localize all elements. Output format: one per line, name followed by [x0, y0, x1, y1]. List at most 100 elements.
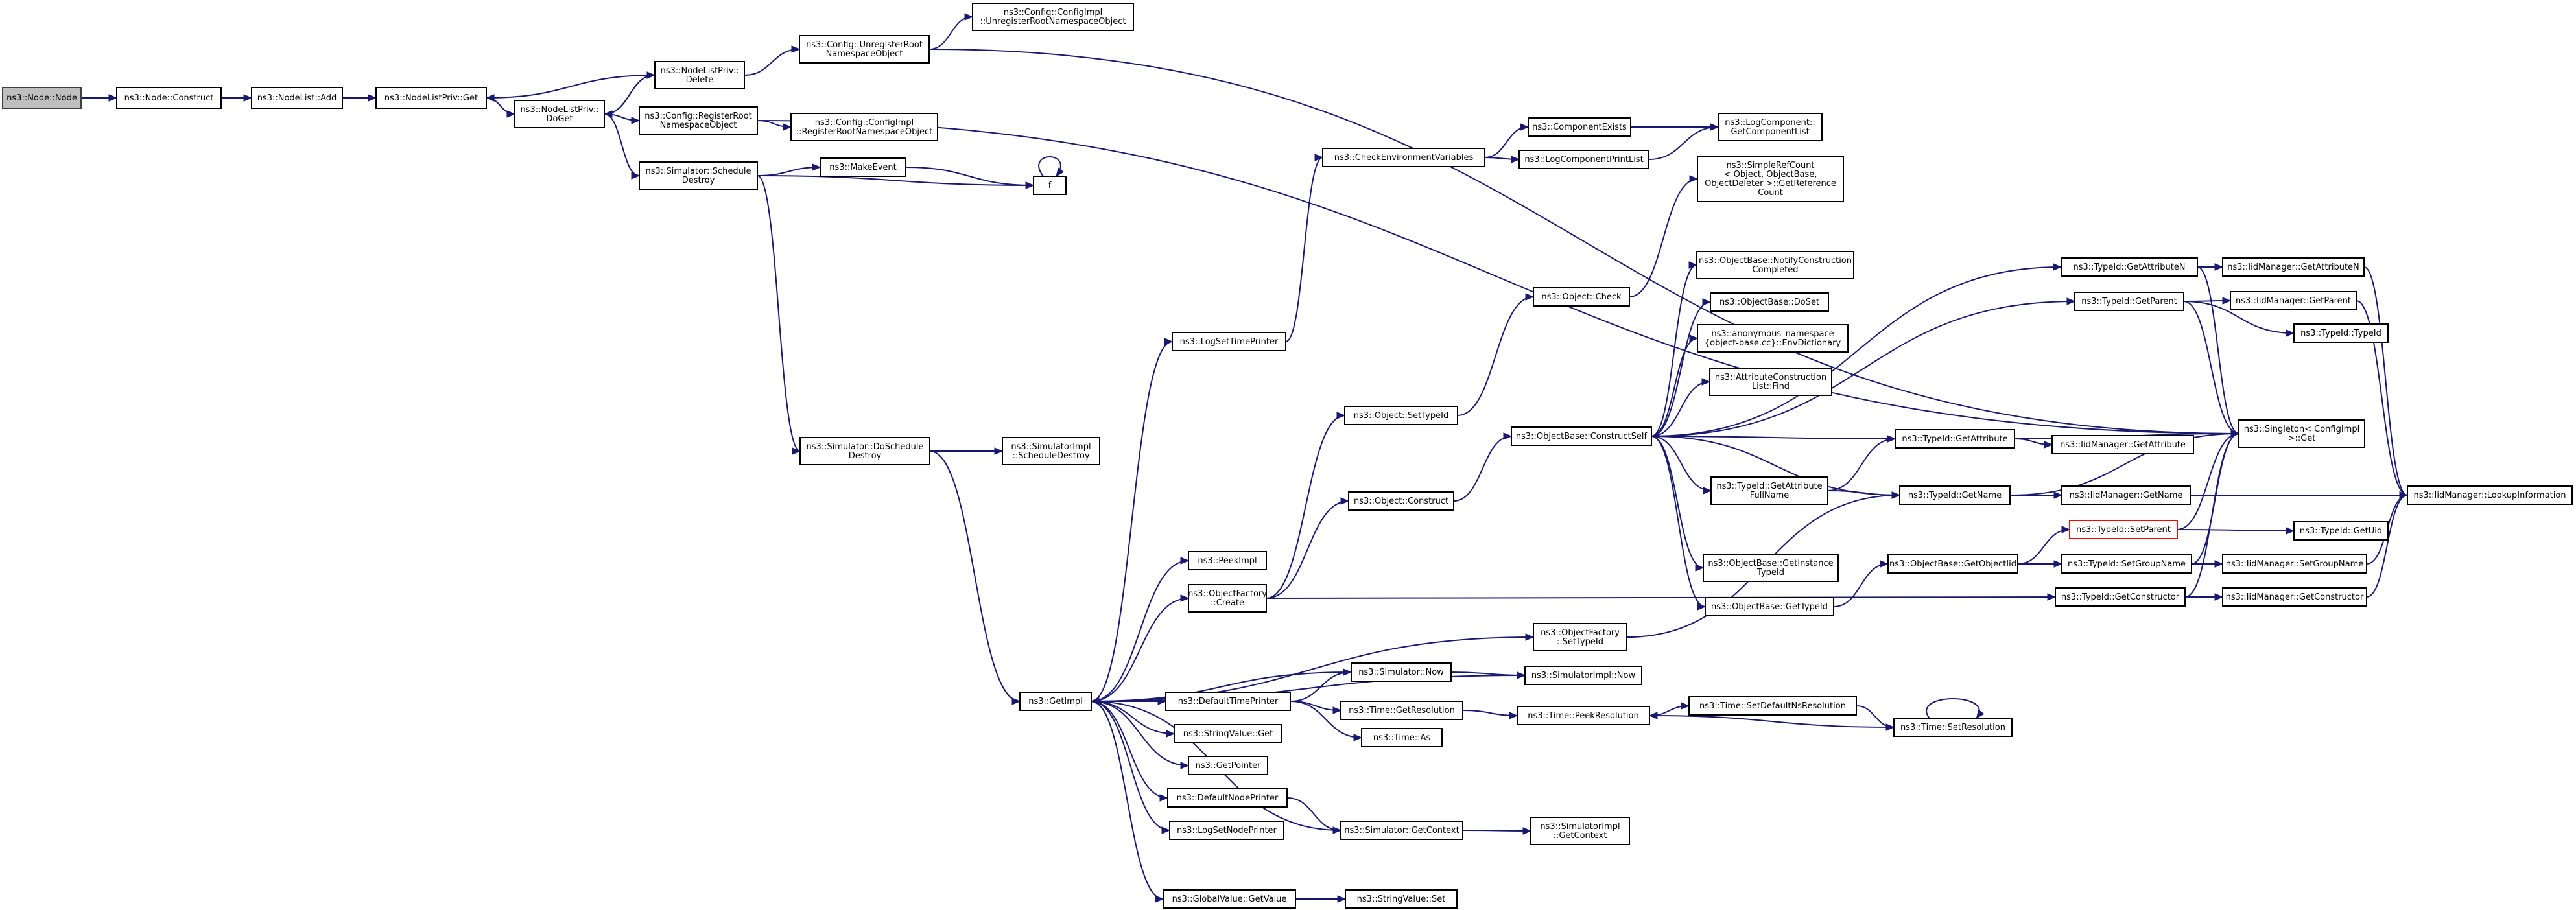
function-node[interactable]: ns3::Time::GetResolution — [1340, 701, 1463, 720]
function-node[interactable]: ns3::Config::ConfigImpl::UnregisterRootN… — [972, 3, 1134, 31]
function-node[interactable]: ns3::Singleton< ConfigImpl>::Get — [2238, 419, 2365, 448]
function-node[interactable]: ns3::IidManager::SetGroupName — [2222, 554, 2367, 574]
function-node[interactable]: ns3::Node::Node — [2, 87, 82, 109]
edge-arrowhead — [1520, 123, 1530, 131]
call-edge — [486, 97, 515, 115]
function-node[interactable]: ns3::Time::SetDefaultNsResolution — [1688, 696, 1857, 716]
function-node[interactable]: ns3::PeekImpl — [1188, 551, 1267, 570]
function-node[interactable]: ns3::Time::PeekResolution — [1517, 706, 1650, 725]
function-node[interactable]: ns3::DefaultNodePrinter — [1167, 788, 1288, 808]
call-edge — [2177, 433, 2239, 530]
function-node-label: ns3::ObjectBase::GetTypeId — [1711, 602, 1828, 612]
function-node-label: ns3::ObjectBase::GetObjectIid — [1889, 559, 2016, 569]
function-node[interactable]: ns3::Object::Check — [1533, 287, 1630, 307]
function-node[interactable]: ns3::LogSetTimePrinter — [1172, 332, 1286, 351]
function-node[interactable]: ns3::ObjectFactory::SetTypeId — [1533, 623, 1627, 651]
function-node[interactable]: ns3::Object::Construct — [1348, 491, 1454, 511]
call-edge — [2366, 495, 2408, 598]
call-edges — [81, 13, 2409, 903]
function-node[interactable]: ns3::CheckEnvironmentVariables — [1322, 148, 1485, 167]
function-node[interactable]: ns3::LogSetNodePrinter — [1169, 821, 1284, 840]
function-node[interactable]: f — [1033, 176, 1067, 195]
function-node[interactable]: ns3::ComponentExists — [1528, 117, 1631, 137]
call-edge — [1649, 715, 1895, 728]
call-edge — [2356, 300, 2408, 496]
function-node[interactable]: ns3::IidManager::GetAttributeN — [2222, 257, 2365, 277]
function-node[interactable]: ns3::TypeId::GetUid — [2293, 521, 2389, 541]
function-node-box — [2061, 554, 2192, 574]
function-node[interactable]: ns3::NodeListPriv::DoGet — [514, 100, 605, 128]
function-node[interactable]: ns3::TypeId::GetParent — [2074, 292, 2184, 311]
function-node-label: ns3::TypeId::GetParent — [2081, 297, 2177, 307]
function-node[interactable]: ns3::Object::SetTypeId — [1344, 406, 1458, 425]
function-node[interactable]: ns3::Node::Construct — [116, 87, 222, 109]
function-node[interactable]: ns3::ObjectBase::GetTypeId — [1705, 597, 1834, 616]
function-node-box — [1174, 724, 1282, 743]
function-node[interactable]: ns3::GlobalValue::GetValue — [1163, 889, 1296, 909]
function-node[interactable]: ns3::TypeId::SetParent — [2069, 520, 2178, 539]
function-node[interactable]: ns3::TypeId::GetAttribute — [1895, 429, 2015, 449]
function-node[interactable]: ns3::IidManager::GetParent — [2230, 291, 2357, 310]
function-node[interactable]: ns3::GetPointer — [1188, 756, 1268, 775]
function-node[interactable]: ns3::IidManager::GetName — [2061, 485, 2191, 505]
function-node[interactable]: ns3::TypeId::GetConstructor — [2055, 587, 2186, 607]
function-node[interactable]: ns3::Config::UnregisterRootNamespaceObje… — [799, 35, 930, 64]
edge-arrowhead — [2044, 441, 2053, 449]
function-node[interactable]: ns3::Simulator::ScheduleDestroy — [639, 161, 758, 190]
function-node[interactable]: ns3::IidManager::GetConstructor — [2222, 587, 2367, 607]
function-node[interactable]: ns3::IidManager::GetAttribute — [2051, 435, 2194, 454]
function-node-label: ns3::ObjectFactory — [1188, 589, 1267, 599]
function-node[interactable]: ns3::SimulatorImpl::Now — [1524, 666, 1642, 685]
function-node-box — [639, 106, 758, 135]
function-node[interactable]: ns3::NodeList::Add — [251, 87, 343, 109]
function-node[interactable]: ns3::ObjectBase::DoSet — [1710, 292, 1829, 312]
function-node[interactable]: ns3::SimpleRefCount< Object, ObjectBase,… — [1697, 156, 1844, 202]
function-node[interactable]: ns3::StringValue::Set — [1345, 889, 1458, 909]
function-node[interactable]: ns3::DefaultTimePrinter — [1165, 692, 1291, 711]
function-node[interactable]: ns3::SimulatorImpl::GetContext — [1530, 817, 1630, 845]
function-node[interactable]: ns3::NodeListPriv::Get — [375, 87, 487, 109]
function-node-box — [2055, 587, 2186, 607]
function-node[interactable]: ns3::LogComponent::GetComponentList — [1718, 113, 1823, 141]
function-node[interactable]: ns3::ObjectBase::NotifyConstructionCompl… — [1696, 251, 1854, 279]
edge-arrowhead — [1891, 491, 1901, 499]
function-node[interactable]: ns3::ObjectBase::GetObjectIid — [1887, 554, 2018, 574]
function-node[interactable]: ns3::TypeId::GetAttributeN — [2061, 257, 2198, 277]
function-node[interactable]: ns3::Time::SetResolution — [1893, 718, 2013, 737]
function-node[interactable]: ns3::LogComponentPrintList — [1518, 150, 1649, 169]
function-node[interactable]: ns3::TypeId::TypeId — [2293, 323, 2389, 343]
function-node[interactable]: ns3::NodeListPriv::Delete — [654, 61, 745, 89]
function-node[interactable]: ns3::ObjectBase::ConstructSelf — [1511, 426, 1652, 446]
function-node[interactable]: ns3::TypeId::GetName — [1899, 485, 2011, 505]
function-node[interactable]: ns3::Config::ConfigImpl::RegisterRootNam… — [790, 113, 938, 141]
function-node[interactable]: ns3::anonymous_namespace{object-base.cc}… — [1697, 324, 1849, 353]
function-node-label: NamespaceObject — [660, 121, 737, 130]
function-node[interactable]: ns3::Simulator::Now — [1351, 662, 1452, 682]
function-node-label: ns3::Node::Construct — [124, 93, 214, 103]
call-edge — [1651, 436, 1896, 439]
function-node[interactable]: ns3::IidManager::LookupInformation — [2407, 485, 2573, 505]
edge-arrowhead — [1011, 697, 1021, 705]
function-node[interactable]: ns3::TypeId::SetGroupName — [2061, 554, 2192, 574]
function-node[interactable]: ns3::MakeEvent — [820, 158, 906, 177]
function-node[interactable]: ns3::SimulatorImpl::ScheduleDestroy — [1002, 437, 1100, 465]
function-node-label: < Object, ObjectBase, — [1724, 170, 1817, 180]
function-node[interactable]: ns3::ObjectFactory::Create — [1188, 584, 1267, 612]
edge-arrowhead — [1353, 734, 1363, 741]
function-node-label: ns3::Time::PeekResolution — [1528, 711, 1638, 721]
call-edge — [1091, 341, 1173, 702]
function-node[interactable]: ns3::Simulator::GetContext — [1340, 821, 1463, 840]
function-node[interactable]: ns3::Config::RegisterRootNamespaceObject — [639, 106, 758, 135]
function-node[interactable]: ns3::StringValue::Get — [1174, 724, 1282, 743]
function-node-label: ns3::IidManager::GetConstructor — [2226, 592, 2364, 602]
function-node-label: ns3::MakeEvent — [829, 163, 897, 172]
edge-arrowhead — [2214, 560, 2224, 568]
function-node[interactable]: ns3::Time::As — [1361, 728, 1443, 747]
edge-arrowhead — [1688, 261, 1698, 269]
function-node-label: ns3::IidManager::GetName — [2070, 491, 2183, 500]
function-node[interactable]: ns3::GetImpl — [1019, 692, 1092, 711]
